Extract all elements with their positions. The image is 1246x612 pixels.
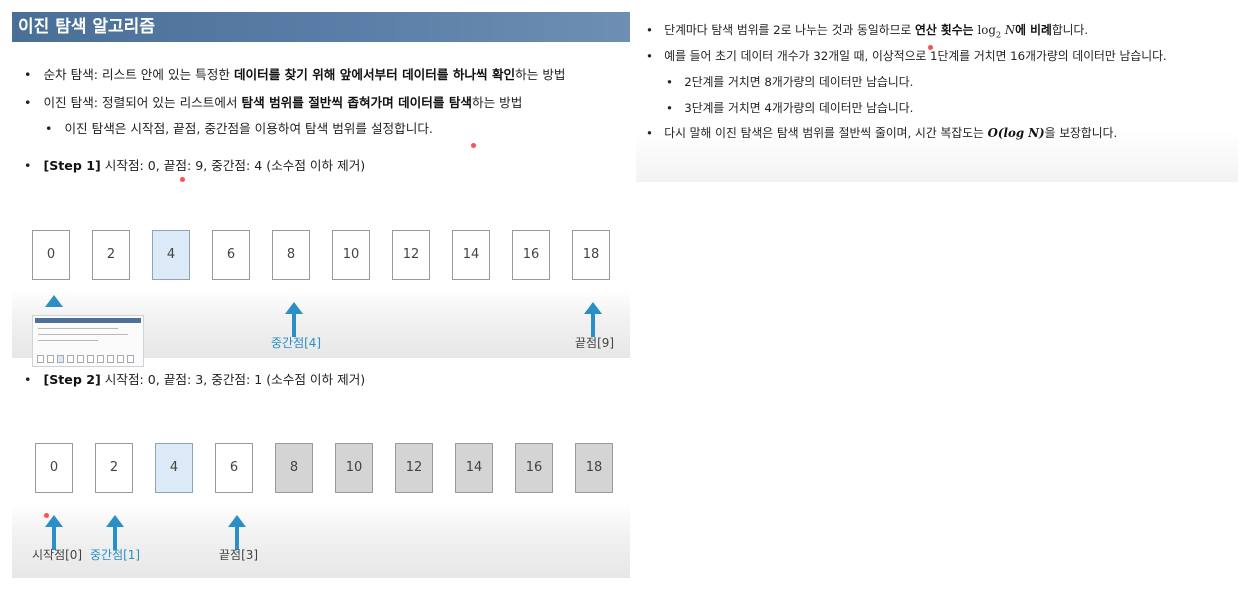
thumbnail-line xyxy=(38,340,98,341)
array-cell: 10 xyxy=(335,443,373,493)
log-formula: log2 N xyxy=(977,23,1016,40)
bullet-dot: • xyxy=(24,67,32,82)
thumbnail-line xyxy=(38,328,118,329)
step2-mid-label: 중간점[1] xyxy=(90,548,141,562)
thumbnail-cell xyxy=(87,355,94,363)
thumbnail-cell xyxy=(127,355,134,363)
thumbnail-cell xyxy=(67,355,74,363)
arrow-up-icon xyxy=(228,515,246,550)
array-cell: 4 xyxy=(152,230,190,280)
bullet-dot: • xyxy=(646,126,653,140)
cursor-highlight-dot xyxy=(44,513,49,518)
thumbnail-cell xyxy=(117,355,124,363)
array-cell: 0 xyxy=(35,443,73,493)
array-cell: 18 xyxy=(575,443,613,493)
bullet-dot: • xyxy=(24,158,32,173)
arrow-up-icon xyxy=(584,302,602,337)
bullet-dot: • xyxy=(666,101,673,115)
array-cell: 2 xyxy=(92,230,130,280)
array-cell: 14 xyxy=(452,230,490,280)
cursor-highlight-dot xyxy=(928,45,933,50)
arrow-up-icon xyxy=(45,515,63,550)
array-cell: 6 xyxy=(215,443,253,493)
thumbnail-title-bar xyxy=(35,318,141,323)
array-cell: 4 xyxy=(155,443,193,493)
right-slide: • 단계마다 탐색 범위를 2로 나누는 것과 동일하므로 연산 횟수는 log… xyxy=(636,12,1238,182)
array-cell: 0 xyxy=(32,230,70,280)
step1-mid-label: 중간점[4] xyxy=(271,336,322,350)
array-cell: 18 xyxy=(572,230,610,280)
bullet-dot: • xyxy=(646,23,653,37)
array-cell: 8 xyxy=(275,443,313,493)
bullet-binary-search: • 이진 탐색: 정렬되어 있는 리스트에서 탐색 범위를 절반씩 좁혀가며 데… xyxy=(24,95,523,110)
bullet-dot: • xyxy=(646,49,653,63)
bullet-dot: • xyxy=(45,121,53,136)
thumbnail-cell xyxy=(57,355,64,363)
bullet-example: • 예를 들어 초기 데이터 개수가 32개일 때, 이상적으로 1단계를 거치… xyxy=(646,49,1167,63)
thumbnail-cell xyxy=(47,355,54,363)
array-cell: 6 xyxy=(212,230,250,280)
thumbnail-cell xyxy=(107,355,114,363)
bullet-binary-search-sub: • 이진 탐색은 시작점, 끝점, 중간점을 이용하여 탐색 범위를 설정합니다… xyxy=(45,121,433,136)
arrow-up-icon xyxy=(45,295,63,307)
array-cell: 16 xyxy=(515,443,553,493)
cursor-highlight-dot xyxy=(471,143,476,148)
bullet-sequential-search: • 순차 탐색: 리스트 안에 있는 특정한 데이터를 찾기 위해 앞에서부터 … xyxy=(24,67,566,82)
array-cell: 10 xyxy=(332,230,370,280)
thumbnail-preview[interactable] xyxy=(32,315,144,367)
array-cell: 12 xyxy=(392,230,430,280)
thumbnail-cell xyxy=(37,355,44,363)
bullet-step2-remaining: • 2단계를 거치면 8개가량의 데이터만 남습니다. xyxy=(666,75,914,89)
big-o-formula: O(log N) xyxy=(987,126,1045,140)
bullet-step3-remaining: • 3단계를 거치면 4개가량의 데이터만 남습니다. xyxy=(666,101,914,115)
thumbnail-cell xyxy=(97,355,104,363)
array-cell: 16 xyxy=(512,230,550,280)
arrow-up-icon xyxy=(106,515,124,550)
step2-label: • [Step 2] 시작점: 0, 끝점: 3, 중간점: 1 (소수점 이하… xyxy=(24,372,366,387)
array-cell: 14 xyxy=(455,443,493,493)
step1-label: • [Step 1] 시작점: 0, 끝점: 9, 중간점: 4 (소수점 이하… xyxy=(24,158,366,173)
bullet-operation-count: • 단계마다 탐색 범위를 2로 나누는 것과 동일하므로 연산 횟수는 log… xyxy=(646,23,1089,40)
slide-title: 이진 탐색 알고리즘 xyxy=(12,12,630,42)
step1-end-label: 끝점[9] xyxy=(575,336,615,350)
step2-end-label: 끝점[3] xyxy=(219,548,259,562)
array-cell: 2 xyxy=(95,443,133,493)
step2-start-label: 시작점[0] xyxy=(32,548,83,562)
array-cell: 12 xyxy=(395,443,433,493)
bullet-dot: • xyxy=(666,75,673,89)
bullet-dot: • xyxy=(24,372,32,387)
arrow-up-icon xyxy=(285,302,303,337)
bullet-complexity: • 다시 말해 이진 탐색은 탐색 범위를 절반씩 줄이며, 시간 복잡도는 O… xyxy=(646,126,1118,140)
left-slide: 이진 탐색 알고리즘 • 순차 탐색: 리스트 안에 있는 특정한 데이터를 찾… xyxy=(12,12,630,582)
array-cell: 8 xyxy=(272,230,310,280)
bullet-dot: • xyxy=(24,95,32,110)
thumbnail-cell xyxy=(77,355,84,363)
cursor-highlight-dot xyxy=(180,177,185,182)
thumbnail-line xyxy=(38,334,128,335)
